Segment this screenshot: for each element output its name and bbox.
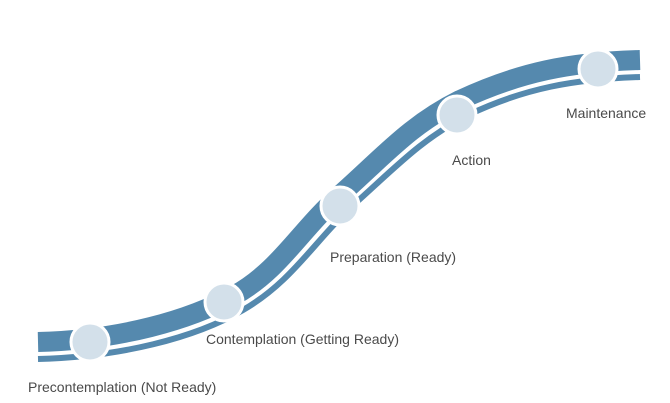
stage-node-contemplation (203, 281, 245, 323)
stage-node-maintenance (577, 48, 619, 90)
stage-label-precontemplation: Precontemplation (Not Ready) (28, 379, 217, 395)
stage-label-preparation: Preparation (Ready) (330, 249, 457, 265)
stage-node-precontemplation (69, 321, 111, 363)
stage-node-preparation (319, 185, 361, 227)
stage-label-action: Action (452, 152, 491, 168)
stage-node-action (436, 94, 478, 136)
stage-label-maintenance: Maintenance (566, 105, 647, 121)
stage-label-contemplation: Contemplation (Getting Ready) (206, 331, 399, 347)
